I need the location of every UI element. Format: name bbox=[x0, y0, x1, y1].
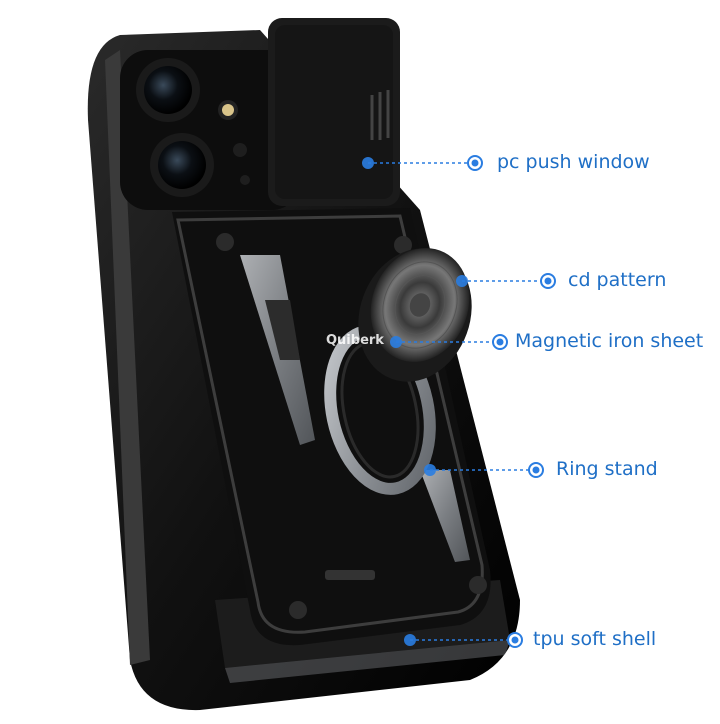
callout-dot-start bbox=[456, 275, 468, 287]
callout-label-tpu-soft-shell: tpu soft shell bbox=[533, 628, 657, 650]
brand-watermark: Quiberk bbox=[326, 333, 384, 348]
callout-dot-start bbox=[424, 464, 436, 476]
camera-slider bbox=[268, 18, 400, 206]
callout-dot-start bbox=[390, 336, 402, 348]
cd-pattern-disc bbox=[358, 248, 472, 382]
callout-label-ring-stand: Ring stand bbox=[556, 458, 658, 480]
callout-label-cd-pattern: cd pattern bbox=[568, 269, 667, 291]
callout-label-magnetic-iron-sheet: Magnetic iron sheet bbox=[515, 330, 704, 352]
callout-dots bbox=[362, 155, 556, 648]
callout-lines bbox=[368, 162, 548, 641]
camera-module bbox=[120, 50, 300, 210]
callout-label-pc-push-window: pc push window bbox=[497, 151, 650, 173]
callout-dot-start bbox=[362, 157, 374, 169]
callout-dot-start bbox=[404, 634, 416, 646]
